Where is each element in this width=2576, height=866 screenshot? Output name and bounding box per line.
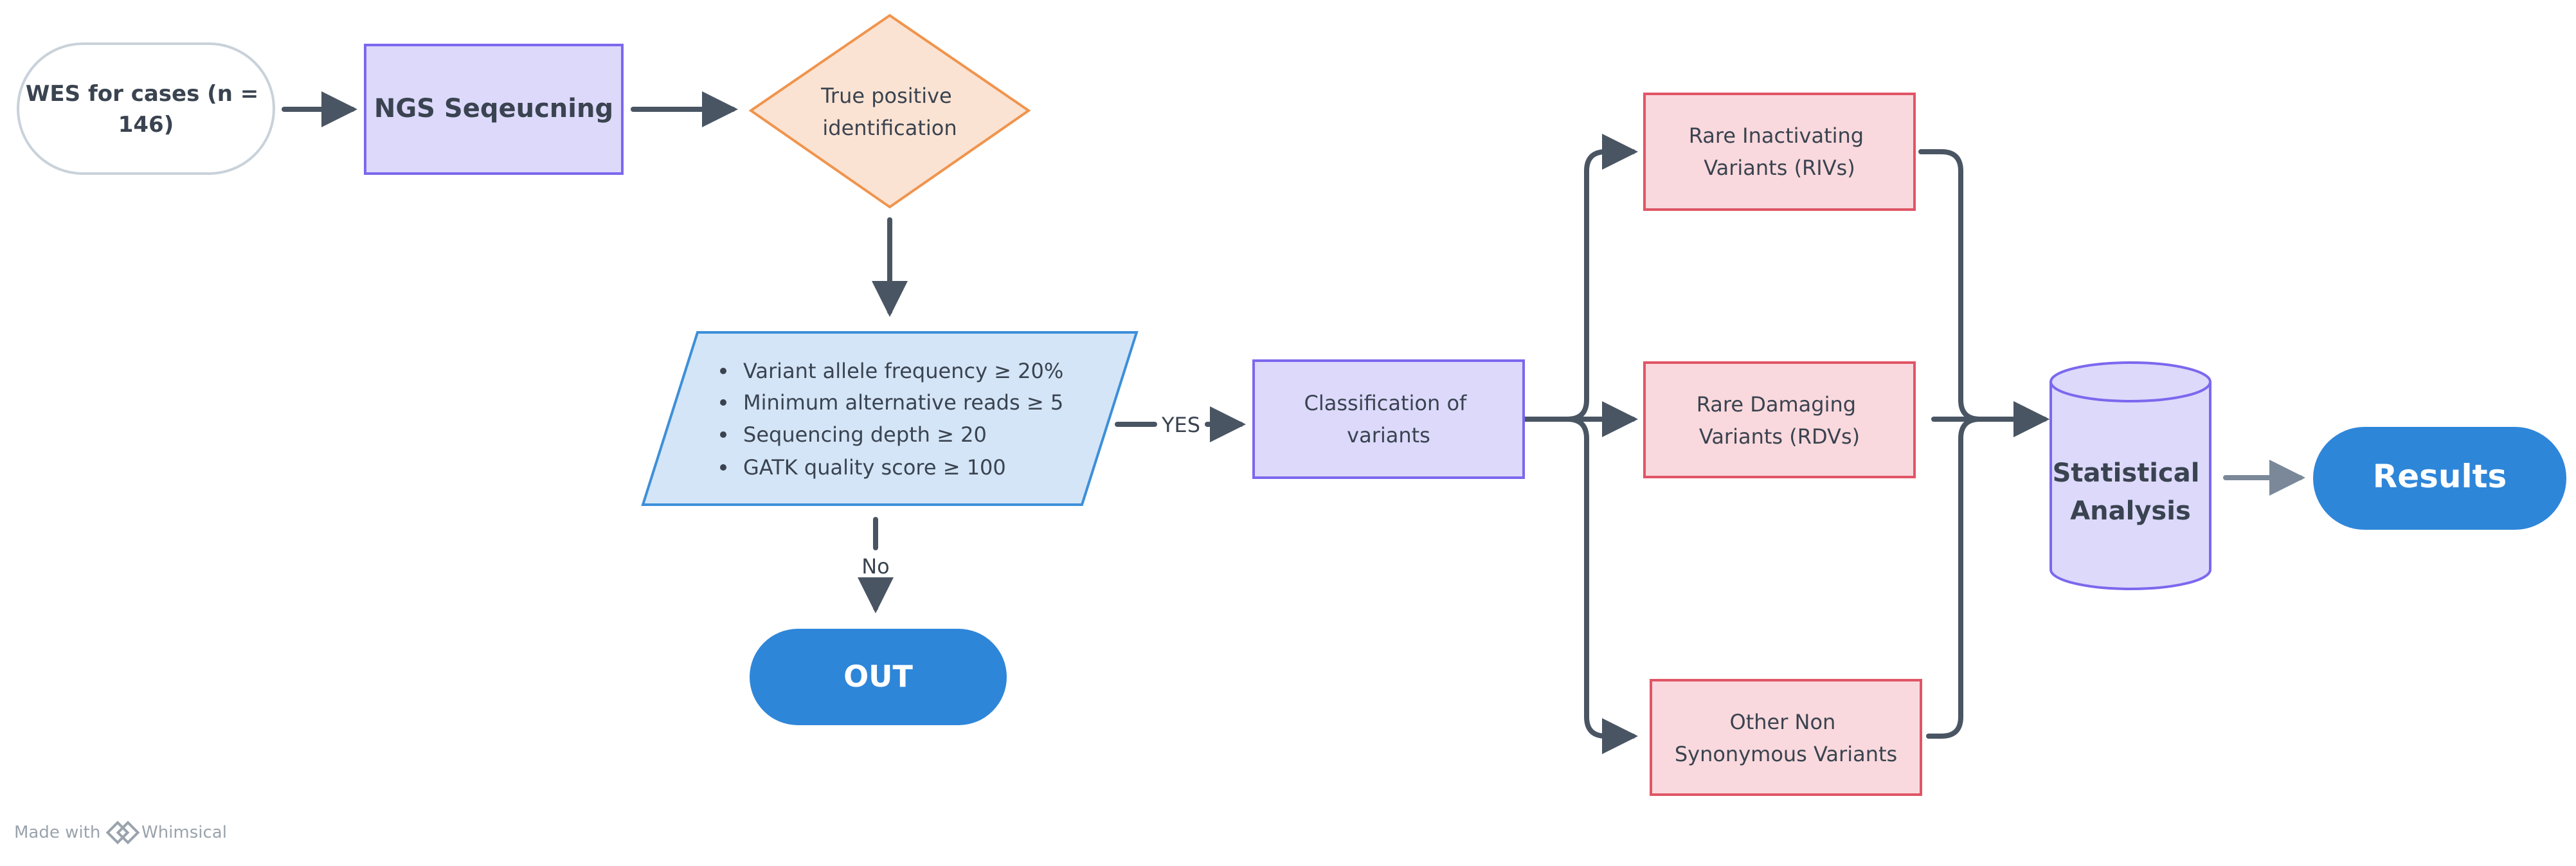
other-line-1: Other Non (1730, 710, 1836, 734)
other-node: Other Non Synonymous Variants (1650, 679, 1922, 796)
criteria-parallelogram: Variant allele frequency ≥ 20% Minimum a… (641, 331, 1139, 506)
stats-line-1: Statistical (2053, 458, 2200, 488)
classification-node: Classification of variants (1252, 359, 1525, 479)
stats-line-2: Analysis (2070, 496, 2191, 526)
riv-line-2: Variants (RIVs) (1704, 156, 1855, 180)
decision-diamond: True positive identification (748, 14, 1031, 209)
classification-line-1: Classification of (1304, 391, 1467, 415)
whimsical-logo-icon (105, 820, 140, 845)
out-node: OUT (750, 629, 1007, 725)
riv-line-1: Rare Inactivating (1689, 123, 1864, 148)
riv-node: Rare Inactivating Variants (RIVs) (1643, 93, 1916, 211)
svg-text:True positive identifica: True positive identification (820, 84, 959, 140)
rdv-line-1: Rare Damaging (1697, 392, 1856, 417)
arrow-classification-to-riv (1522, 134, 1638, 422)
criteria-item-4: GATK quality score ≥ 100 (743, 455, 1006, 480)
svg-text:WES for cases (n = 146): WES for cases (n = 146) (26, 81, 266, 138)
whimsical-brand-label: Whimsical (141, 823, 227, 842)
connectors (282, 91, 2049, 754)
svg-text:Rare Inactivating Varian: Rare Inactivating Variants (RIVs) (1689, 123, 1871, 180)
decision-line-1: True positive (820, 84, 952, 108)
no-label: No (861, 554, 890, 579)
arrow-riv-to-stats (1918, 149, 2049, 437)
svg-text:Classification of varian: Classification of variants (1304, 391, 1473, 447)
ngs-sequencing-node: NGS Seqeucning (364, 44, 624, 175)
footer-watermark: Made with Whimsical (14, 820, 227, 845)
yes-label: YES (1161, 413, 1200, 437)
other-line-2: Synonymous Variants (1675, 742, 1897, 766)
statistical-analysis-node: Statistical Analysis (2049, 361, 2211, 590)
arrow-other-to-stats (1926, 401, 2049, 739)
decision-line-2: identification (822, 116, 957, 140)
svg-text:Statistical Analysis: Statistical Analysis (2053, 458, 2209, 526)
classification-line-2: variants (1347, 423, 1430, 447)
svg-text:Rare Damaging Variants (: Rare Damaging Variants (RDVs) (1697, 392, 1862, 449)
ngs-sequencing-label: NGS Seqeucning (374, 94, 613, 123)
out-label: OUT (843, 659, 913, 694)
rdv-line-2: Variants (RDVs) (1699, 424, 1860, 449)
criteria-item-2: Minimum alternative reads ≥ 5 (743, 390, 1063, 415)
start-node: WES for cases (n = 146) (17, 42, 275, 175)
rdv-node: Rare Damaging Variants (RDVs) (1643, 361, 1916, 478)
made-with-label: Made with (14, 823, 100, 842)
criteria-item-1: Variant allele frequency ≥ 20% (743, 359, 1063, 383)
start-node-line-2: 146) (118, 112, 174, 138)
results-node: Results (2313, 427, 2566, 530)
start-node-line-1: WES for cases (n = (26, 81, 258, 107)
arrow-classification-to-other (1522, 417, 1638, 754)
svg-text:Other Non Synonymous Var: Other Non Synonymous Variants (1675, 710, 1897, 766)
results-label: Results (2373, 458, 2507, 495)
criteria-item-3: Sequencing depth ≥ 20 (743, 422, 987, 447)
